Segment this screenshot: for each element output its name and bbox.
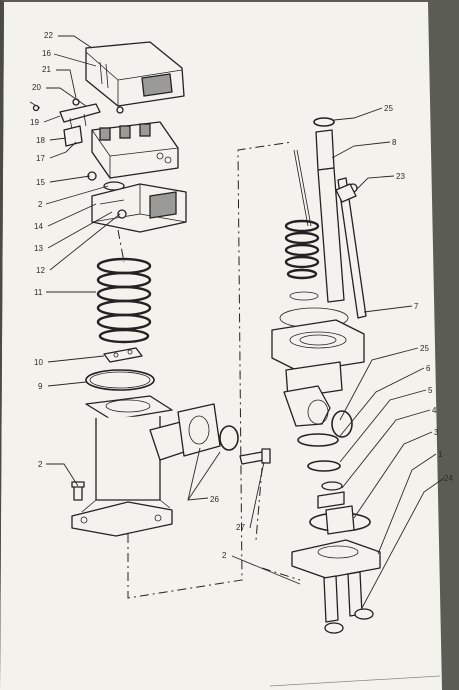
callout-labels: 22 16 21 20 19 18 17 15 2 14 13 12 11 10… — [30, 31, 453, 560]
label-7: 7 — [414, 302, 419, 311]
cover-part — [85, 41, 185, 107]
label-6: 6 — [426, 364, 431, 373]
label-14: 14 — [34, 222, 43, 231]
diaphragm-part — [85, 347, 155, 391]
label-19: 19 — [30, 118, 39, 127]
label-11: 11 — [34, 288, 43, 297]
label-21: 21 — [42, 65, 51, 74]
paper-sheet — [0, 2, 442, 690]
upper-body-part — [271, 129, 367, 427]
fitting-parts — [71, 425, 271, 501]
label-12: 12 — [36, 266, 45, 275]
label-25-mid: 25 — [420, 344, 429, 353]
label-20: 20 — [32, 83, 41, 92]
base-part — [291, 539, 381, 634]
label-2-top: 2 — [38, 200, 43, 209]
label-24: 24 — [444, 474, 453, 483]
label-4: 4 — [432, 406, 437, 415]
label-13: 13 — [34, 244, 43, 253]
leader-lines — [43, 35, 445, 609]
label-23: 23 — [396, 172, 405, 181]
contact-block-part — [63, 121, 179, 180]
label-1: 1 — [438, 450, 443, 459]
label-5: 5 — [428, 386, 433, 395]
piston-part — [317, 481, 345, 509]
label-15: 15 — [36, 178, 45, 187]
label-26: 26 — [210, 495, 219, 504]
stem-part — [284, 149, 320, 301]
label-8: 8 — [392, 138, 397, 147]
label-9: 9 — [38, 382, 43, 391]
label-25-top: 25 — [384, 104, 393, 113]
valve-body-part — [71, 395, 221, 537]
spring-part — [96, 257, 152, 344]
label-2-mid: 2 — [38, 460, 43, 469]
label-17: 17 — [36, 154, 45, 163]
label-22: 22 — [44, 31, 53, 40]
label-18: 18 — [36, 136, 45, 145]
label-16: 16 — [42, 49, 51, 58]
label-2-bottom: 2 — [222, 551, 227, 560]
label-27: 27 — [236, 523, 245, 532]
label-10: 10 — [34, 358, 43, 367]
label-3: 3 — [434, 428, 439, 437]
housing-part — [87, 171, 187, 233]
